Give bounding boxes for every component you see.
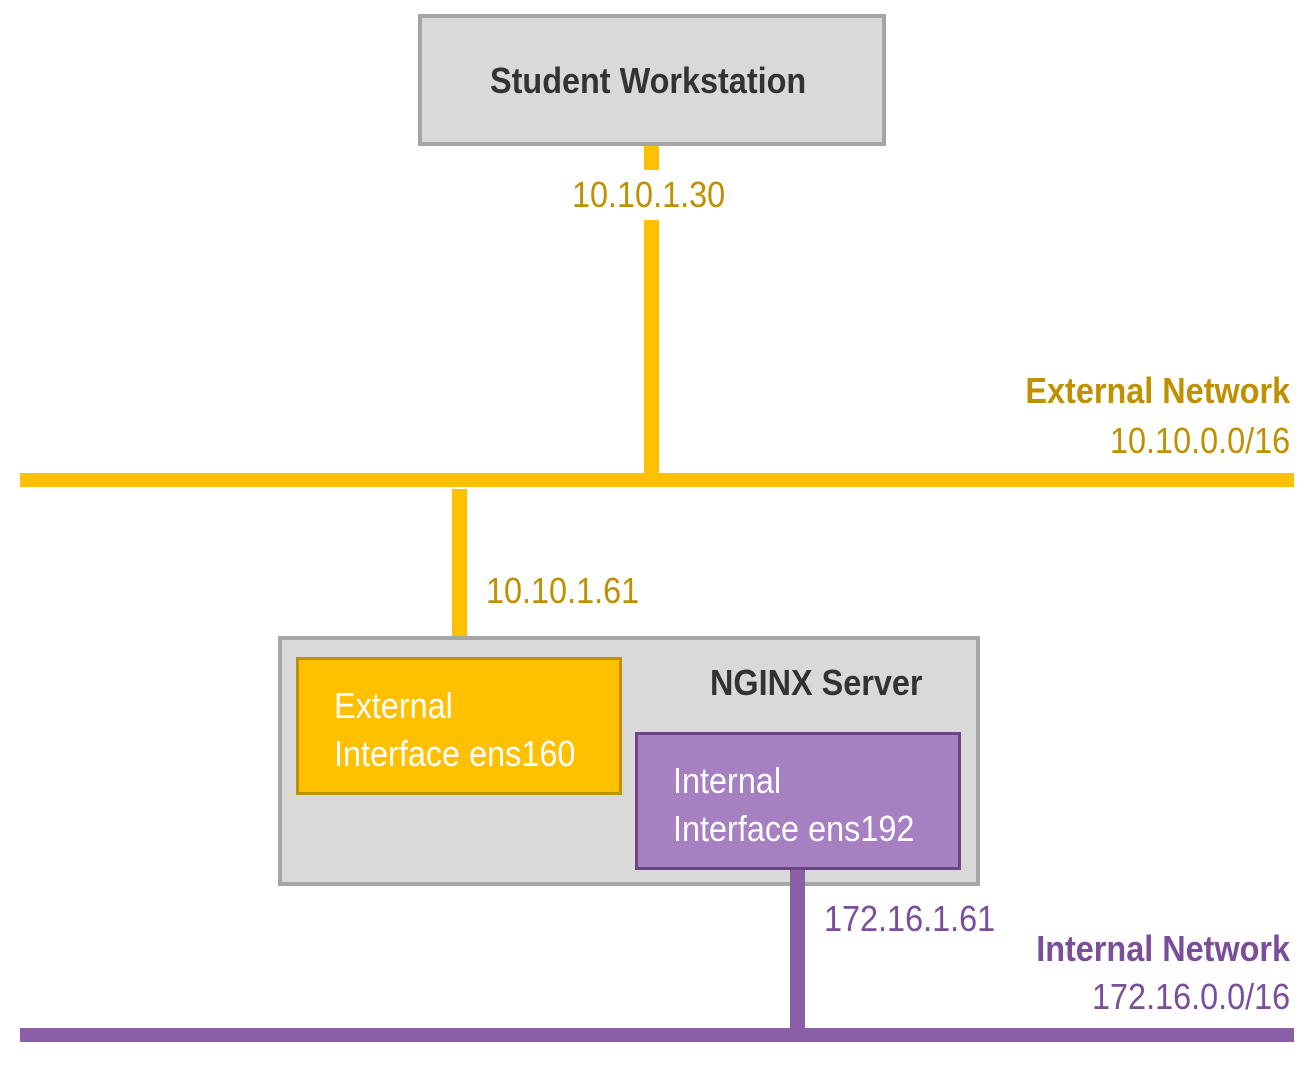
internal-interface-line2: Interface ens192 [673, 808, 915, 849]
student-workstation-label: Student Workstation [490, 60, 807, 101]
external-interface-line1: External [334, 685, 453, 726]
internal-interface-box: Internal Interface ens192 [635, 732, 961, 870]
student-workstation-node: Student Workstation [418, 14, 886, 146]
external-interface-line2: Interface ens160 [334, 733, 576, 774]
internal-network-cidr: 172.16.0.0/16 [1091, 976, 1290, 1017]
workstation-link-lower [644, 220, 659, 480]
external-network-name: External Network [1025, 370, 1290, 411]
external-network-bus [20, 473, 1294, 487]
external-interface-box: External Interface ens160 [296, 657, 622, 795]
nginx-server-label: NGINX Server [710, 662, 923, 703]
server-internal-ip-label: 172.16.1.61 [824, 898, 996, 939]
external-interface-label: External Interface ens160 [334, 682, 575, 778]
server-external-link [452, 489, 467, 659]
internal-interface-line1: Internal [673, 760, 782, 801]
workstation-link-upper [644, 146, 659, 170]
server-internal-link [790, 870, 805, 1034]
internal-interface-label: Internal Interface ens192 [673, 757, 914, 853]
workstation-ip-label: 10.10.1.30 [572, 174, 726, 215]
external-network-cidr: 10.10.0.0/16 [1109, 420, 1290, 461]
internal-network-bus [20, 1028, 1294, 1042]
server-external-ip-label: 10.10.1.61 [486, 570, 640, 611]
internal-network-name: Internal Network [1036, 928, 1290, 969]
